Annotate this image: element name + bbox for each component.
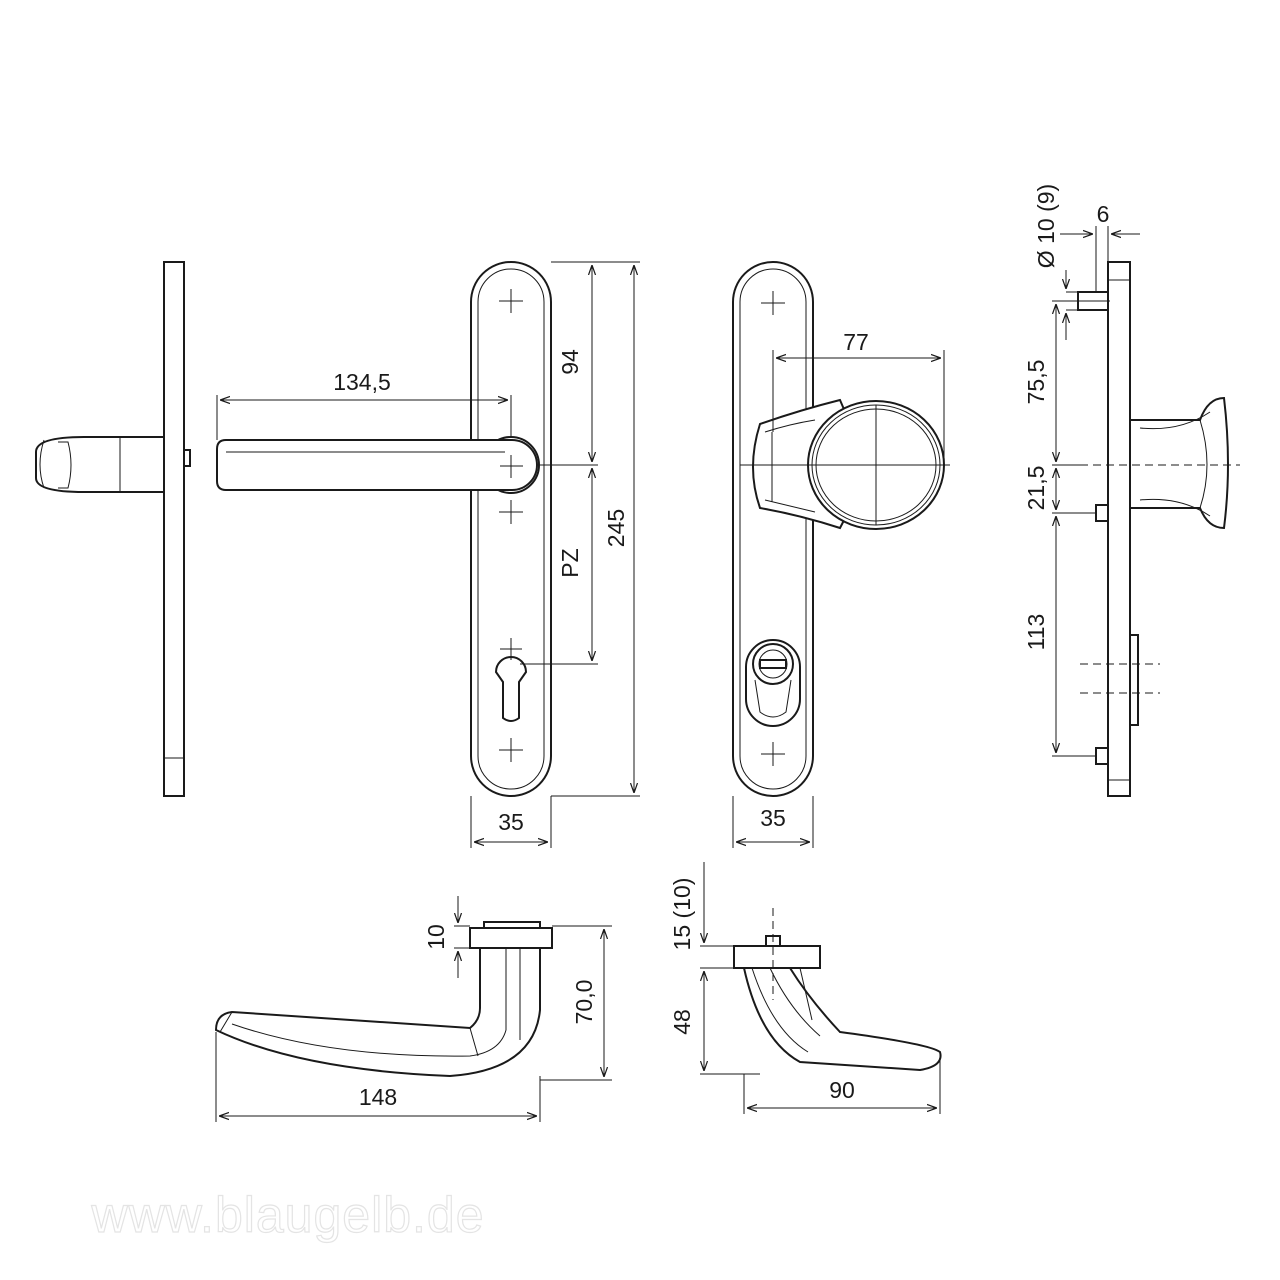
front-view-knob-plate: [732, 261, 950, 848]
dim-knob-projection: 77: [843, 329, 869, 355]
dim-pin-diameter: Ø 10 (9): [1033, 184, 1059, 268]
top-view-lever: [214, 921, 612, 1122]
top-view-knob: [700, 908, 942, 1114]
dim-upper-distance: 94: [557, 349, 583, 375]
dim-lever-height: 70,0: [571, 980, 597, 1025]
dim-plate-width-front: 35: [498, 809, 524, 835]
dim-side-lower: 113: [1023, 614, 1049, 651]
dim-plate-width-back: 35: [760, 805, 786, 831]
watermark: www.blaugelb.de: [90, 1187, 484, 1243]
dim-pz-label: PZ: [557, 548, 583, 577]
side-view-knob: [1052, 226, 1240, 797]
dim-rose-height: 10: [423, 924, 449, 950]
dim-side-middle: 21,5: [1023, 466, 1049, 511]
dim-lever-span: 148: [359, 1084, 397, 1110]
front-view-lever-plate: [216, 261, 640, 848]
dim-knob-drop: 48: [669, 1009, 695, 1035]
dim-plate-thickness: 6: [1097, 201, 1110, 227]
side-view-lever: [35, 261, 191, 797]
dim-lever-length: 134,5: [333, 369, 391, 395]
dimension-lines: [219, 234, 1140, 1116]
dim-knob-rose-height: 15 (10): [669, 878, 695, 951]
dim-knob-span: 90: [829, 1077, 855, 1103]
dim-plate-height: 245: [603, 509, 629, 547]
dim-side-upper: 75,5: [1023, 360, 1049, 405]
